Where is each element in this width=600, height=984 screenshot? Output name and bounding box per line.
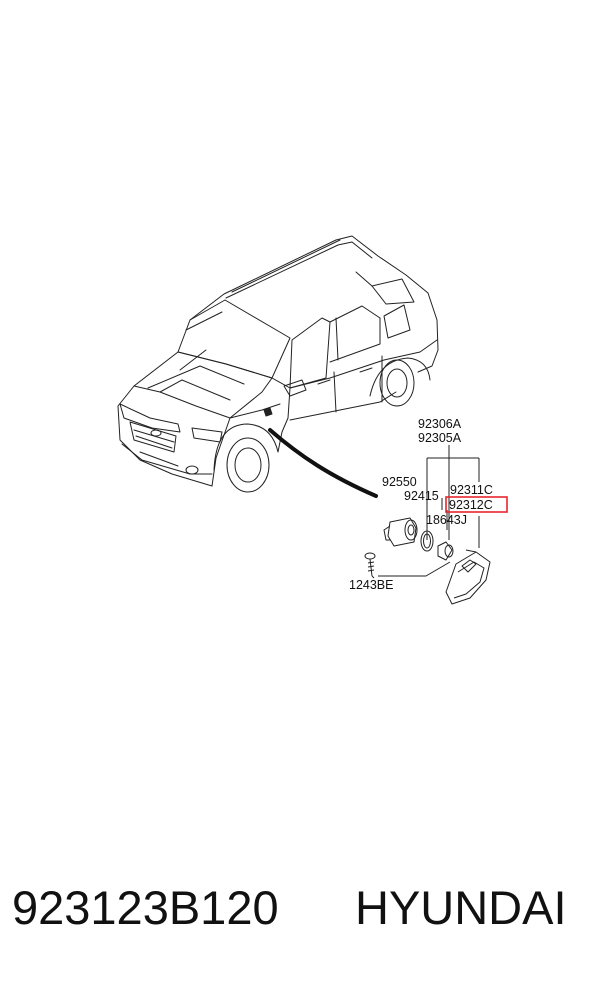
target-highlight-box — [445, 496, 508, 513]
callout-gasket: 92415 — [404, 489, 439, 503]
callout-asm-upper: 92306A — [418, 417, 462, 431]
callout-asm-lower: 92305A — [418, 431, 462, 445]
gasket-part — [420, 530, 434, 552]
bulb-part — [437, 541, 454, 561]
exploded-parts — [364, 445, 491, 605]
part-number: 923123B120 — [12, 881, 279, 934]
caption-footer: 923123B120 HYUNDAI — [0, 880, 600, 950]
brand-name: HYUNDAI — [355, 881, 567, 934]
callout-bulb: 18643J — [426, 513, 467, 527]
callout-lens-right: 92312C — [449, 498, 493, 512]
callout-socket: 92550 — [382, 475, 417, 489]
callout-lens-left: 92311C — [450, 483, 493, 497]
screw-part — [364, 552, 376, 579]
socket-part — [383, 517, 418, 547]
suv-illustration — [117, 235, 439, 493]
lens-part — [445, 549, 491, 605]
callout-screw: 1243BE — [349, 578, 393, 592]
location-pointer — [268, 428, 378, 498]
